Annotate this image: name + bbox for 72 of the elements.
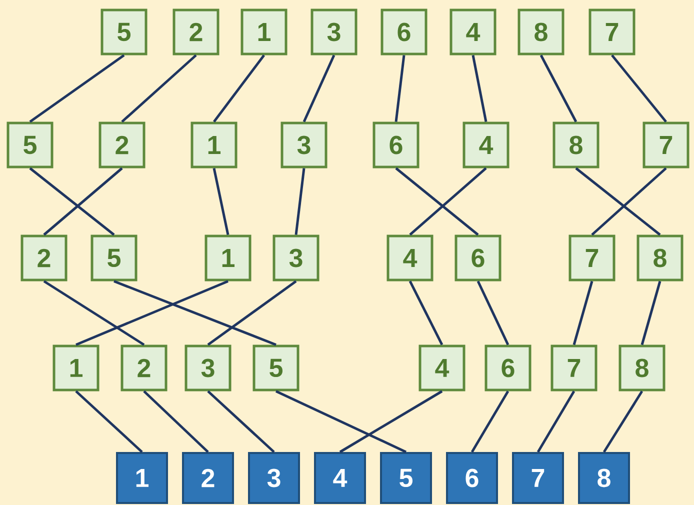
connector-line	[114, 280, 276, 346]
number-box: 7	[568, 234, 616, 282]
number-box: 7	[588, 8, 636, 56]
connector-line	[212, 168, 230, 235]
number-box: 8	[552, 122, 600, 168]
connector-line	[75, 390, 143, 453]
connector-line	[472, 55, 488, 122]
connector-line	[76, 280, 228, 346]
sorted-number-box: 5	[380, 452, 432, 504]
connector-line	[470, 390, 510, 453]
connector-line	[207, 280, 297, 346]
connector-line	[43, 167, 123, 236]
number-box: 7	[642, 122, 690, 168]
number-box: 4	[462, 122, 510, 168]
connector-line	[572, 280, 594, 346]
connector-line	[409, 167, 487, 236]
number-box: 5	[90, 234, 138, 282]
number-box: 1	[240, 8, 288, 56]
sorted-number-box: 6	[446, 452, 498, 504]
connector-line	[640, 280, 662, 346]
sorted-number-box: 4	[314, 452, 366, 504]
number-box: 2	[20, 234, 68, 282]
sorted-number-box: 3	[248, 452, 300, 504]
number-box: 4	[450, 8, 496, 56]
sorted-number-box: 2	[182, 452, 234, 504]
connector-line	[213, 54, 265, 122]
number-box: 4	[418, 344, 466, 392]
number-box: 3	[272, 234, 320, 282]
number-box: 1	[52, 344, 100, 392]
connector-line	[207, 390, 275, 453]
number-box: 2	[172, 8, 220, 56]
number-box: 6	[380, 8, 428, 56]
connector-line	[29, 167, 115, 236]
number-box: 7	[550, 344, 598, 392]
number-box: 8	[636, 234, 684, 282]
number-box: 4	[386, 234, 434, 282]
connector-line	[143, 390, 209, 453]
number-box: 2	[120, 344, 168, 392]
number-box: 1	[190, 122, 238, 168]
number-box: 6	[484, 344, 532, 392]
number-box: 1	[204, 234, 252, 282]
connector-line	[540, 54, 578, 122]
connector-line	[294, 168, 306, 235]
number-box: 5	[252, 344, 300, 392]
number-box: 8	[518, 8, 564, 56]
connector-line	[121, 54, 197, 123]
number-box: 3	[280, 122, 328, 168]
sorted-number-box: 7	[512, 452, 564, 504]
number-box: 5	[100, 8, 148, 56]
connector-line	[43, 280, 145, 346]
connector-line	[395, 167, 479, 236]
connector-line	[275, 390, 407, 454]
number-box: 8	[618, 344, 666, 392]
number-box: 3	[184, 344, 232, 392]
number-box: 6	[454, 234, 502, 282]
connector-line	[394, 55, 406, 122]
connector-line	[611, 54, 667, 123]
sorted-number-box: 8	[578, 452, 630, 504]
connector-line	[339, 390, 443, 454]
connector-line	[575, 167, 661, 236]
number-box: 6	[372, 122, 420, 168]
connector-line	[476, 280, 510, 346]
connector-line	[536, 390, 576, 453]
connector-line	[408, 280, 444, 346]
connector-line	[591, 167, 667, 236]
connector-line	[602, 390, 644, 453]
number-box: 3	[310, 8, 358, 56]
number-box: 5	[6, 122, 54, 168]
sorted-number-box: 1	[116, 452, 168, 504]
connector-line	[29, 54, 125, 123]
number-box: 2	[98, 122, 146, 168]
connector-line	[302, 54, 336, 122]
